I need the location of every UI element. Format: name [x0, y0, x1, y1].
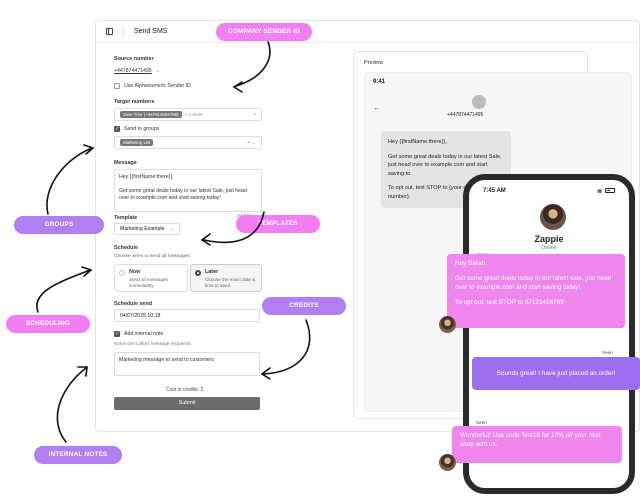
preview-contact: +447874471495 [447, 112, 484, 118]
internal-note-label: Add internal note [124, 331, 164, 337]
clear-icon[interactable]: × ⌄ [247, 139, 256, 146]
contact-name: Zappie [534, 234, 564, 244]
source-number-value: +447874471495 [114, 68, 152, 74]
message-label: Message [114, 160, 137, 166]
notes-arrowhead [77, 366, 88, 377]
schedule-hint: Choose when to send all messages. [114, 254, 192, 259]
radio-selected-icon [195, 270, 201, 276]
contact-avatar [540, 204, 566, 230]
credits-tag: CREDITS [262, 297, 346, 315]
alpha-sender-checkbox[interactable]: Use Alphanumeric Sender ID [114, 83, 191, 89]
scheduling-arrowhead [81, 266, 93, 277]
checked-icon: ✓ [114, 126, 120, 132]
schedule-send-label: Schedule send [114, 301, 153, 307]
submit-button[interactable]: Submit [114, 397, 260, 410]
schedule-label: Schedule [114, 245, 138, 251]
bubble-line: To opt out, text STOP to 07123456789 [455, 299, 564, 306]
checkbox-icon [114, 83, 120, 89]
send-to-groups-label: Send to groups [124, 126, 160, 132]
cost-in-credits: Cost in credits: 2 [166, 387, 204, 393]
message-bubble: Wonderful! Use code Test10 for 10% off y… [452, 426, 622, 463]
phone-status-bar: 7:45 AM ≋ [483, 188, 615, 195]
credits-arrow [263, 319, 311, 375]
clear-icon[interactable]: × [252, 111, 256, 118]
target-chip[interactable]: Jane Trier (+447812654789) [120, 111, 182, 118]
preview-label: Preview [364, 60, 384, 66]
schedule-now-option[interactable]: Now Send all messages immediately [114, 264, 188, 292]
company-sender-id-tag: COMPANY SENDER ID [216, 23, 312, 41]
scheduling-arrow [36, 269, 91, 313]
message-textarea[interactable]: Hey {{firstName:there}}, Get some great … [114, 169, 262, 212]
chevron-down-icon: ⌄ [169, 226, 174, 232]
seen-label: Seen [602, 350, 613, 355]
page-title: Send SMS [134, 28, 168, 35]
radio-icon [119, 270, 125, 276]
checked-icon: ✓ [114, 331, 120, 337]
later-title: Later [205, 269, 219, 275]
groups-tag: GROUPS [14, 216, 104, 234]
phone-time: 7:45 AM [483, 188, 506, 194]
schedule-datetime-input[interactable]: 04/07/2025 10:18 [114, 309, 260, 322]
schedule-later-option[interactable]: Later Choose the exact date & time to se… [190, 264, 262, 292]
source-number-select[interactable]: +447874471495 ⌄ [114, 65, 178, 77]
scheduling-tag: SCHEDULING [6, 315, 90, 333]
source-number-label: Source number [114, 56, 154, 62]
note-textarea[interactable]: Marketing message to send to customers [114, 352, 260, 376]
target-numbers-label: Target numbers [114, 99, 155, 105]
window-header: Send SMS [96, 21, 639, 43]
notes-arrow [56, 367, 87, 443]
battery-icon: ≋ [597, 188, 615, 195]
seen-label: Seen [476, 420, 487, 425]
target-numbers-input[interactable]: Jane Trier (+447812654789) + 1 more × [114, 108, 262, 121]
back-arrow-icon[interactable]: ← [373, 103, 381, 112]
reply-bubble: Sounds great! I have just placed an orde… [472, 357, 640, 390]
header-divider [123, 26, 124, 37]
message-bubble: Hey Sarah, Get some great deals today in… [447, 254, 625, 328]
bubble-line: Get some great deals today in our latest… [455, 275, 612, 291]
sidebar-toggle-icon[interactable] [106, 28, 113, 35]
note-hint: Notes don't affect message recipients. [114, 341, 192, 346]
preview-line: Get some great deals today in our latest… [388, 153, 502, 177]
preview-line: Hey {{firstName:there}}, [388, 139, 447, 145]
chevron-down-icon: ⌄ [155, 68, 161, 74]
internal-note-checkbox[interactable]: ✓ Add internal note [114, 331, 163, 337]
schedule-datetime-value: 04/07/2025 10:18 [120, 312, 161, 319]
credits-arrowhead [260, 367, 271, 380]
groups-select[interactable]: Marketing List × ⌄ [114, 136, 262, 149]
send-to-groups-checkbox[interactable]: ✓ Send to groups [114, 126, 159, 132]
templates-arrowhead [200, 233, 211, 246]
sender-avatar [439, 316, 456, 333]
sender-avatar [439, 454, 456, 471]
preview-line: To opt out, text STOP to {your dedicated… [388, 185, 488, 200]
groups-arrowhead [83, 144, 95, 155]
group-chip[interactable]: Marketing List [120, 139, 154, 146]
sender-arrow [235, 41, 271, 87]
contact-avatar [472, 95, 486, 109]
message-line: Get some great deals today in our latest… [119, 187, 247, 202]
alpha-sender-label: Use Alphanumeric Sender ID [124, 83, 191, 89]
internal-notes-tag: INTERNAL NOTES [34, 446, 122, 464]
template-select[interactable]: Marketing Example ⌄ [114, 223, 180, 235]
template-label: Template [114, 215, 138, 221]
preview-time: 9:41 [373, 79, 386, 85]
bubble-line: Hey Sarah, [455, 260, 487, 267]
later-desc: Choose the exact date & time to send [205, 277, 256, 288]
now-title: Now [129, 269, 141, 275]
message-line: Hey {{firstName:there}}, [119, 174, 174, 180]
template-value: Marketing Example [120, 226, 165, 232]
groups-arrow [46, 147, 93, 215]
templates-arrow [203, 211, 265, 244]
now-desc: Send all messages immediately [129, 277, 168, 288]
sender-arrowhead [232, 81, 243, 93]
target-more[interactable]: + 1 more [184, 112, 203, 117]
note-value: Marketing message to send to customers [119, 357, 214, 363]
contact-status: Online [541, 245, 557, 251]
